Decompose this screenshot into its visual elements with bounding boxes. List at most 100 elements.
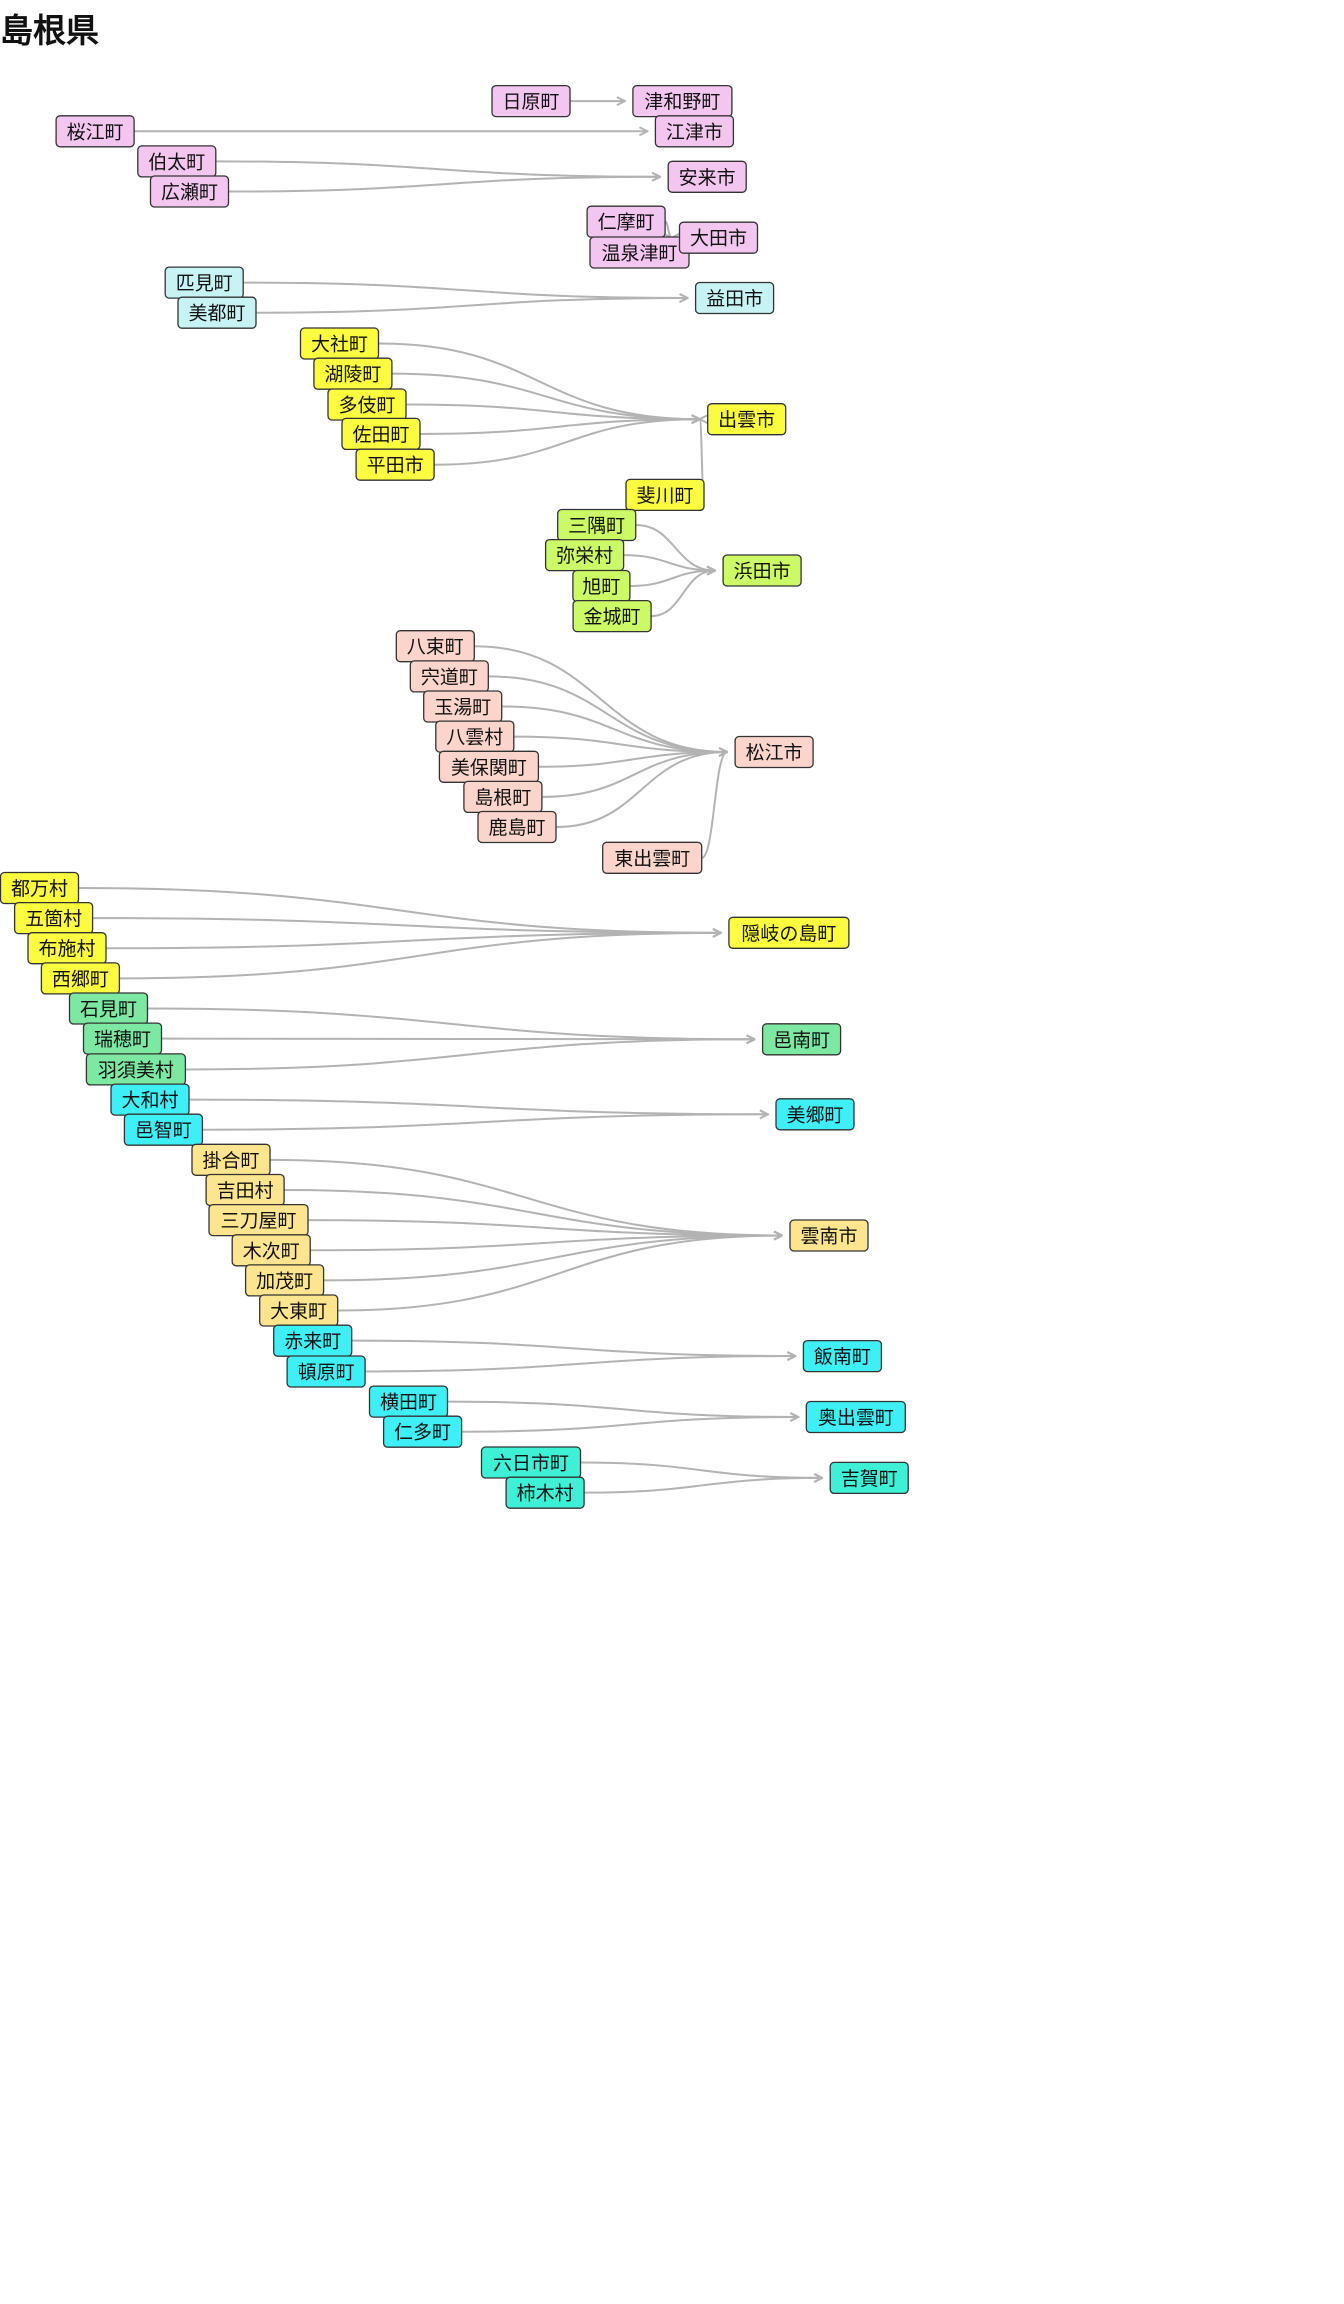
node-label: 布施村 [38, 938, 95, 960]
node-box [728, 916, 850, 949]
node-label: 大田市 [690, 228, 747, 250]
former-municipality-node: 桜江町 [55, 115, 135, 148]
former-municipality-node: 木次町 [231, 1234, 311, 1267]
merger-edge [78, 886, 721, 933]
node-label: 大社町 [311, 334, 368, 356]
former-municipality-node: 湖陵町 [313, 357, 393, 390]
node-label: 浜田市 [734, 561, 791, 583]
merger-edge [284, 1188, 782, 1236]
node-label: 西郷町 [52, 968, 109, 990]
node-label: 弥栄村 [556, 545, 613, 567]
former-municipality-node: 大社町 [299, 327, 380, 360]
former-municipality-node: 八雲村 [435, 720, 515, 753]
merger-edge [307, 1219, 782, 1235]
merger-edge [555, 752, 727, 829]
merger-edge [474, 645, 727, 752]
merger-edge [105, 933, 721, 950]
node-box [707, 403, 787, 436]
former-municipality-node: 平田市 [355, 448, 435, 481]
merger-edge [337, 1236, 782, 1312]
former-municipality-node: 東出雲町 [602, 841, 703, 874]
merger-edge [623, 554, 715, 570]
node-box [286, 1355, 366, 1388]
node-label: 益田市 [706, 288, 763, 310]
node-label: 吉田村 [217, 1180, 274, 1202]
node-box [654, 115, 735, 148]
node-box [802, 1339, 883, 1373]
merger-edge [434, 419, 700, 466]
node-box [477, 810, 557, 844]
merger-edge [310, 1236, 782, 1252]
merged-municipality-node: 飯南町 [802, 1339, 883, 1373]
merger-edge [447, 1400, 798, 1417]
node-label: 津和野町 [644, 91, 720, 113]
node-label: 美保関町 [451, 757, 527, 779]
merger-edge [701, 752, 727, 859]
former-municipality-node: 匹見町 [164, 266, 244, 299]
node-label: 八束町 [407, 636, 464, 658]
node-label: 多伎町 [338, 394, 395, 416]
node-box [789, 1219, 869, 1252]
node-label: 佐田町 [353, 424, 410, 446]
merged-municipality-node: 雲南市 [789, 1219, 869, 1252]
former-municipality-node: 五箇村 [13, 901, 94, 935]
former-municipality-node: 西郷町 [40, 962, 121, 995]
node-box [734, 735, 814, 769]
node-label: 斐川町 [636, 485, 693, 507]
merger-edge [538, 752, 727, 768]
merger-edge [629, 571, 715, 587]
merged-municipality-node: 吉賀町 [829, 1461, 909, 1495]
former-municipality-node: 金城町 [572, 599, 652, 633]
former-municipality-node: 多伎町 [327, 388, 407, 421]
merger-edge [651, 571, 715, 618]
node-label: 頓原町 [298, 1361, 355, 1383]
merged-municipality-node: 安来市 [667, 160, 747, 193]
former-municipality-node: 横田町 [368, 1385, 449, 1418]
node-label: 仁摩町 [598, 212, 655, 234]
node-label: 邑南町 [773, 1029, 830, 1051]
former-municipality-node: 羽須美村 [85, 1053, 187, 1086]
former-municipality-node: 加茂町 [244, 1264, 325, 1297]
node-label: 六日市町 [493, 1453, 569, 1475]
former-municipality-node: 吉田村 [205, 1173, 285, 1207]
node-box [572, 599, 652, 633]
merger-edge [513, 735, 727, 752]
former-municipality-node: 三刀屋町 [208, 1203, 309, 1237]
node-label: 赤来町 [284, 1331, 341, 1353]
node-label: 五箇村 [25, 908, 82, 930]
node-label: 加茂町 [256, 1270, 313, 1292]
node-label: 伯太町 [148, 151, 205, 173]
former-municipality-node: 島根町 [463, 780, 543, 814]
node-label: 柿木村 [517, 1483, 574, 1505]
edges-layer [78, 101, 823, 1494]
merger-edge [420, 419, 700, 435]
node-label: 安来市 [679, 167, 736, 189]
node-label: 美郷町 [786, 1104, 843, 1126]
former-municipality-node: 仁多町 [382, 1415, 463, 1448]
former-municipality-node: 宍道町 [409, 660, 489, 693]
node-label: 匹見町 [176, 273, 233, 295]
node-label: 宍道町 [421, 666, 478, 688]
merged-municipality-node: 奥出雲町 [805, 1400, 906, 1434]
merger-edge [202, 1114, 768, 1131]
node-label: 八雲村 [446, 727, 503, 749]
node-box [694, 281, 775, 315]
merger-edge [119, 933, 720, 980]
former-municipality-node: 広瀬町 [149, 175, 230, 208]
former-municipality-node: 仁摩町 [586, 205, 666, 238]
node-label: 鹿島町 [488, 817, 545, 839]
former-municipality-node: 邑智町 [123, 1113, 204, 1146]
node-label: 横田町 [380, 1392, 437, 1414]
node-label: 旭町 [582, 576, 620, 598]
merger-edge [228, 177, 661, 193]
node-box [775, 1098, 855, 1131]
former-municipality-node: 大東町 [259, 1294, 339, 1327]
former-municipality-node: 佐田町 [341, 417, 421, 451]
node-box [805, 1400, 906, 1434]
node-label: 三隅町 [568, 515, 625, 537]
former-municipality-node: 布施村 [27, 932, 107, 965]
merger-edge [501, 705, 727, 752]
merger-edge [488, 675, 727, 752]
former-municipality-node: 八束町 [395, 630, 475, 663]
